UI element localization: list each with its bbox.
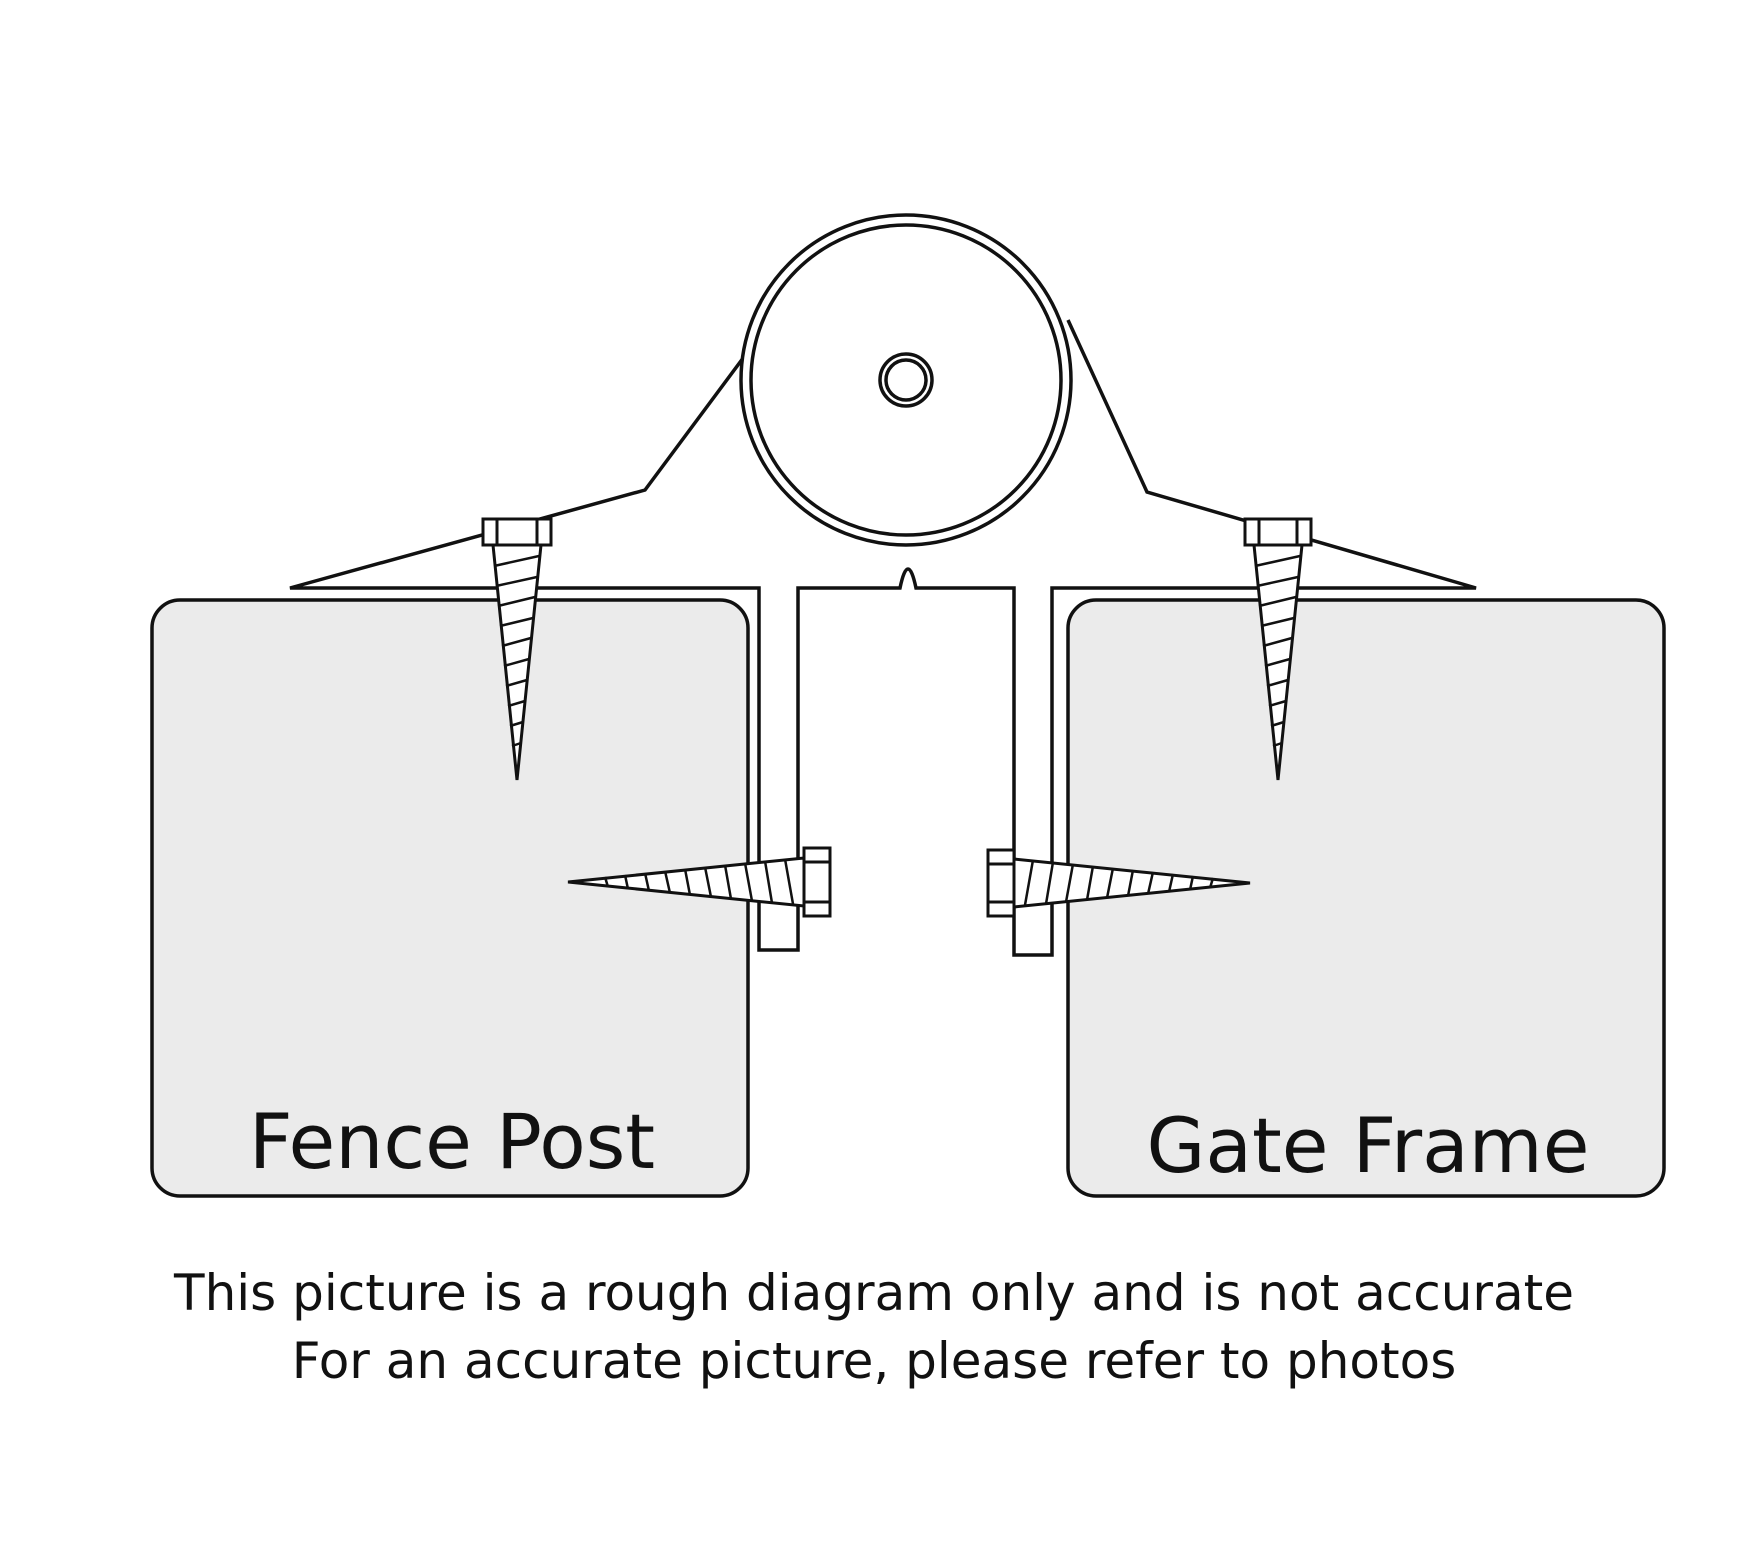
disclaimer-line-2: For an accurate picture, please refer to… [291, 1332, 1457, 1390]
disclaimer-line-1: This picture is a rough diagram only and… [174, 1264, 1574, 1322]
left-side-screw [567, 846, 832, 918]
hinge-barrel [739, 213, 1073, 547]
hinge-bracket [289, 293, 1477, 957]
gate-frame-label: Gate Frame [1147, 1101, 1590, 1190]
right-top-screw [1243, 517, 1313, 781]
left-top-screw [481, 517, 553, 781]
right-side-screw [986, 848, 1251, 918]
fence-post-label: Fence Post [249, 1097, 655, 1186]
